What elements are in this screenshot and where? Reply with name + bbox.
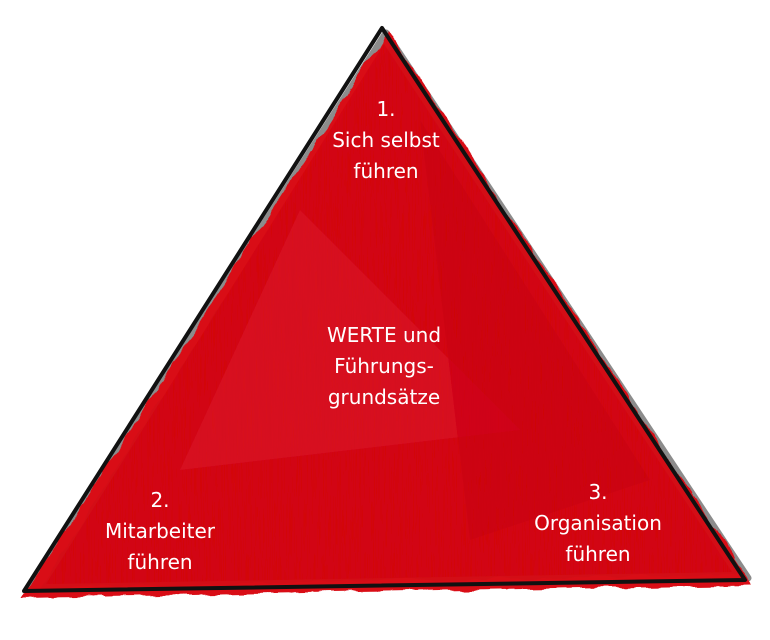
left-line1: Mitarbeiter [104, 519, 216, 543]
label-organisation-fuehren: 3. Organisation führen [534, 477, 662, 570]
label-sich-selbst-fuehren: 1. Sich selbst führen [332, 94, 440, 187]
triangle-outline [22, 26, 747, 593]
left-line2: führen [127, 550, 193, 574]
right-line1: Organisation [534, 511, 662, 535]
triangle-brush-texture [46, 44, 732, 584]
top-line2: führen [353, 159, 419, 183]
label-werte-fuehrungsgrundsaetze: WERTE und Führungs- grundsätze [327, 320, 441, 413]
right-line2: führen [565, 542, 631, 566]
center-line2: Führungs- [334, 354, 434, 378]
top-line1: Sich selbst [332, 128, 440, 152]
left-number: 2. [150, 488, 170, 512]
right-number: 3. [588, 480, 608, 504]
center-line3: grundsätze [327, 385, 441, 409]
center-line1: WERTE und [326, 323, 442, 347]
top-number: 1. [376, 97, 396, 121]
label-mitarbeiter-fuehren: 2. Mitarbeiter führen [105, 485, 215, 578]
